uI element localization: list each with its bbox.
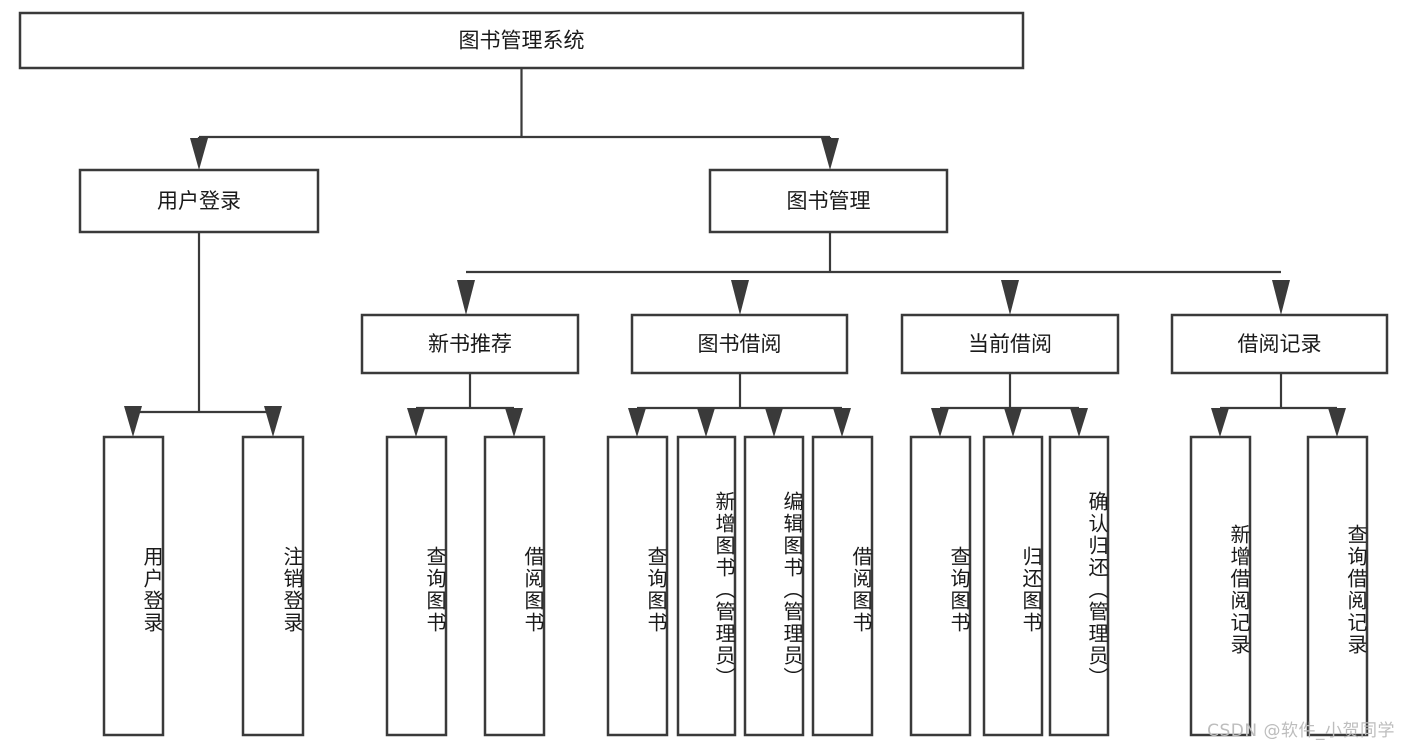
connector-group-book-manage [457, 232, 1290, 315]
leaf-node-box[interactable] [743, 435, 805, 737]
node-current-borrow[interactable]: 当前借阅 [900, 313, 1120, 375]
node-user-login[interactable]: 用户登录 [78, 168, 320, 234]
connector-group-current-borrow [931, 373, 1088, 437]
arrow-current-leaf-3 [1070, 408, 1088, 437]
node-root[interactable]: 图书管理系统 [18, 11, 1025, 70]
arrow-books-to-record [1272, 280, 1290, 315]
node-book-manage-label: 图书管理 [787, 189, 871, 213]
node-new-book-recommend-label: 新书推荐 [428, 332, 512, 356]
leaf-node-box[interactable] [483, 435, 546, 737]
node-current-borrow-label: 当前借阅 [968, 332, 1052, 356]
leaf-node-box[interactable] [606, 435, 669, 737]
arrow-books-to-current [1001, 280, 1019, 315]
node-book-manage[interactable]: 图书管理 [708, 168, 949, 234]
arrow-record-leaf-1 [1211, 408, 1229, 437]
leaf-node-box[interactable] [241, 435, 305, 737]
leaf-node-box[interactable] [102, 435, 165, 737]
node-book-borrow-box[interactable] [630, 313, 849, 375]
arrow-current-leaf-1 [931, 408, 949, 437]
connector-group-user-login [124, 232, 282, 437]
node-new-book-recommend-box[interactable] [360, 313, 580, 375]
arrow-login-leaf-2 [264, 406, 282, 437]
node-root-label: 图书管理系统 [459, 29, 585, 53]
node-new-book-recommend[interactable]: 新书推荐 [360, 313, 580, 375]
node-user-login-label: 用户登录 [157, 189, 241, 213]
arrow-root-to-login [190, 138, 208, 170]
leaf-node-box[interactable] [676, 435, 737, 737]
arrow-login-leaf-1 [124, 406, 142, 437]
arrow-borrow-leaf-4 [833, 408, 851, 437]
arrow-books-to-new [457, 280, 475, 315]
leaf-node-box[interactable] [982, 435, 1044, 737]
arrow-root-to-books [821, 138, 839, 170]
watermark-text: CSDN @软件_小贺同学 [1207, 721, 1395, 741]
leaf-node-box[interactable] [811, 435, 874, 737]
node-borrow-record[interactable]: 借阅记录 [1170, 313, 1389, 375]
arrow-record-leaf-2 [1328, 408, 1346, 437]
node-borrow-record-box[interactable] [1170, 313, 1389, 375]
connector-group-new-book [407, 373, 523, 437]
arrow-borrow-leaf-1 [628, 408, 646, 437]
leaf-node-box[interactable] [1306, 435, 1369, 737]
leaf-node-boxes [102, 435, 1369, 737]
arrow-newbook-leaf-1 [407, 408, 425, 437]
node-borrow-record-label: 借阅记录 [1238, 332, 1322, 356]
arrow-borrow-leaf-2 [697, 408, 715, 437]
arrow-newbook-leaf-2 [505, 408, 523, 437]
arrow-current-leaf-2 [1004, 408, 1022, 437]
node-root-box[interactable] [18, 11, 1025, 70]
arrow-books-to-borrow [731, 280, 749, 315]
node-user-login-box[interactable] [78, 168, 320, 234]
leaf-node-box[interactable] [1189, 435, 1252, 737]
node-current-borrow-box[interactable] [900, 313, 1120, 375]
leaf-node-box[interactable] [909, 435, 972, 737]
node-book-manage-box[interactable] [708, 168, 949, 234]
arrow-borrow-leaf-3 [765, 408, 783, 437]
leaf-node-box[interactable] [1048, 435, 1110, 737]
node-book-borrow[interactable]: 图书借阅 [630, 313, 849, 375]
connector-group-borrow-record [1211, 373, 1346, 437]
connector-group-book-borrow [628, 373, 851, 437]
connector-group-root [190, 68, 839, 170]
node-book-borrow-label: 图书借阅 [698, 332, 782, 356]
leaf-node-box[interactable] [385, 435, 448, 737]
